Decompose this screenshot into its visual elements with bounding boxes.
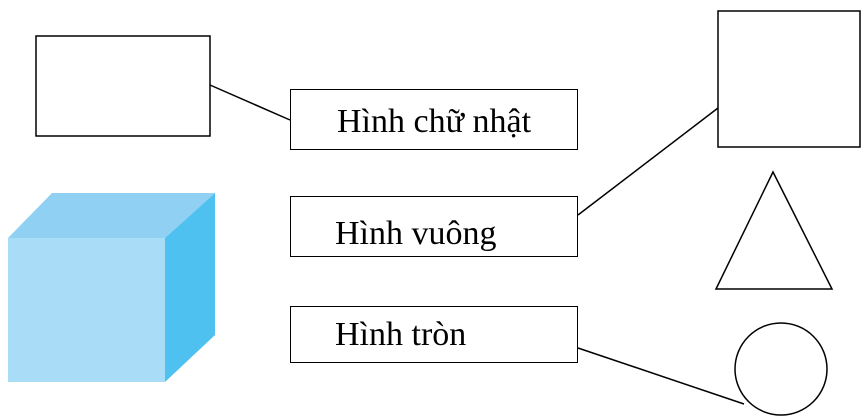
connector-square <box>577 107 719 216</box>
connector-rectangle <box>209 84 291 121</box>
label-square-text: Hình vuông <box>335 215 497 252</box>
cube-top-face <box>8 193 215 238</box>
label-circle-box: Hình tròn <box>290 306 578 363</box>
rectangle-shape <box>35 35 211 137</box>
label-circle-text: Hình tròn <box>335 316 467 353</box>
cube-front-face <box>8 238 165 382</box>
cube-shape <box>8 193 215 382</box>
triangle-shape <box>714 170 834 290</box>
square-shape <box>717 10 861 148</box>
circle-shape <box>734 322 828 416</box>
cube-side-face <box>165 193 215 382</box>
label-rectangle-text: Hình chữ nhật <box>337 103 532 140</box>
connector-circle <box>577 347 745 405</box>
label-rectangle-box: Hình chữ nhật <box>290 89 578 150</box>
label-square-box: Hình vuông <box>290 196 578 257</box>
